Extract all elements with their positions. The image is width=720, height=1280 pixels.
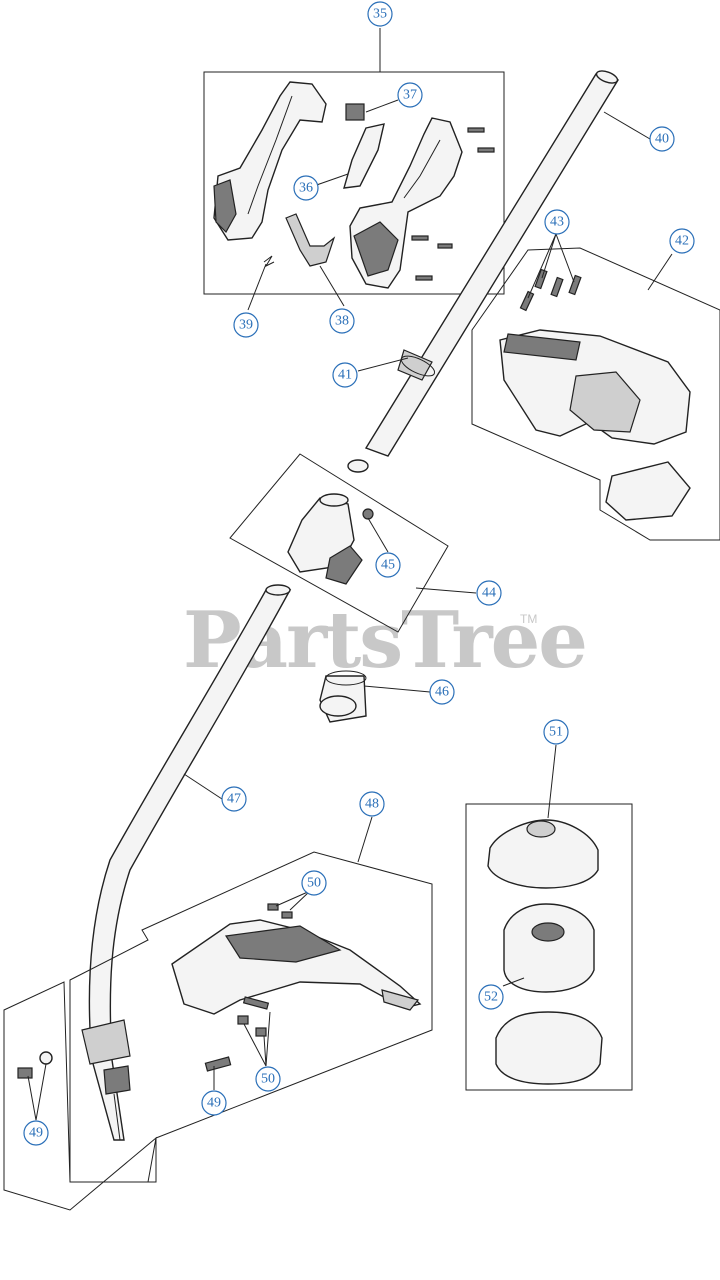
callout-50-lower: 50 — [255, 1066, 281, 1092]
trigger-part — [285, 213, 336, 267]
svg-text:49: 49 — [29, 1126, 43, 1141]
watermark-tm: TM — [520, 612, 537, 626]
coupler-group — [229, 453, 449, 633]
callout-43: 43 — [544, 209, 570, 235]
assist-handle-screws — [519, 268, 582, 312]
svg-text:50: 50 — [261, 1072, 275, 1087]
callout-35: 35 — [367, 1, 393, 27]
lower-shaft — [81, 584, 292, 1141]
guard-group — [3, 851, 433, 1211]
callout-46: 46 — [429, 679, 455, 705]
svg-text:37: 37 — [403, 88, 417, 103]
callout-50-upper: 50 — [301, 870, 327, 896]
assist-handle-clamp — [605, 461, 691, 521]
head-spool — [503, 903, 595, 993]
upper-shaft — [347, 70, 620, 473]
shaft-sleeve — [319, 670, 367, 723]
head-housing — [495, 1011, 603, 1085]
callout-38: 38 — [329, 308, 355, 334]
svg-text:43: 43 — [550, 215, 564, 230]
svg-text:52: 52 — [484, 990, 498, 1005]
handle-left-half — [213, 81, 327, 241]
callout-47: 47 — [221, 786, 247, 812]
coupler-knob — [325, 545, 363, 585]
head-cap — [487, 819, 599, 889]
callout-51: 51 — [543, 719, 569, 745]
svg-text:35: 35 — [373, 7, 387, 22]
callout-41: 41 — [332, 362, 358, 388]
svg-text:36: 36 — [299, 181, 313, 196]
callout-42: 42 — [669, 228, 695, 254]
handle-assembly-group — [203, 71, 505, 295]
guard-hardware — [17, 903, 293, 1079]
callout-52: 52 — [478, 984, 504, 1010]
callout-39: 39 — [233, 312, 259, 338]
svg-text:50: 50 — [307, 876, 321, 891]
handle-assembly-box — [203, 71, 505, 295]
svg-text:41: 41 — [338, 368, 352, 383]
svg-text:51: 51 — [549, 725, 563, 740]
leader-lines — [27, 28, 673, 1121]
handle-screws — [411, 127, 495, 281]
trimmer-head-group — [465, 803, 633, 1091]
svg-text:40: 40 — [655, 132, 669, 147]
callout-44: 44 — [476, 580, 502, 606]
svg-text:44: 44 — [482, 586, 496, 601]
svg-text:39: 39 — [239, 318, 253, 333]
switch-part — [345, 103, 365, 121]
callout-40: 40 — [649, 126, 675, 152]
svg-text:42: 42 — [675, 234, 689, 249]
svg-text:38: 38 — [335, 314, 349, 329]
svg-text:46: 46 — [435, 685, 449, 700]
svg-text:48: 48 — [365, 797, 379, 812]
lock-bar-part — [343, 123, 385, 189]
callout-49-clamp: 49 — [23, 1120, 49, 1146]
callout-48: 48 — [359, 791, 385, 817]
svg-text:45: 45 — [381, 558, 395, 573]
trimmer-head-box — [465, 803, 633, 1091]
assist-handle-group — [471, 247, 720, 541]
callout-45: 45 — [375, 552, 401, 578]
coupler-nut — [362, 508, 374, 520]
svg-text:49: 49 — [207, 1096, 221, 1111]
callout-49-guard: 49 — [201, 1090, 227, 1116]
callout-37: 37 — [397, 82, 423, 108]
svg-text:47: 47 — [227, 792, 241, 807]
callout-36: 36 — [293, 175, 319, 201]
spring-part — [263, 255, 275, 268]
